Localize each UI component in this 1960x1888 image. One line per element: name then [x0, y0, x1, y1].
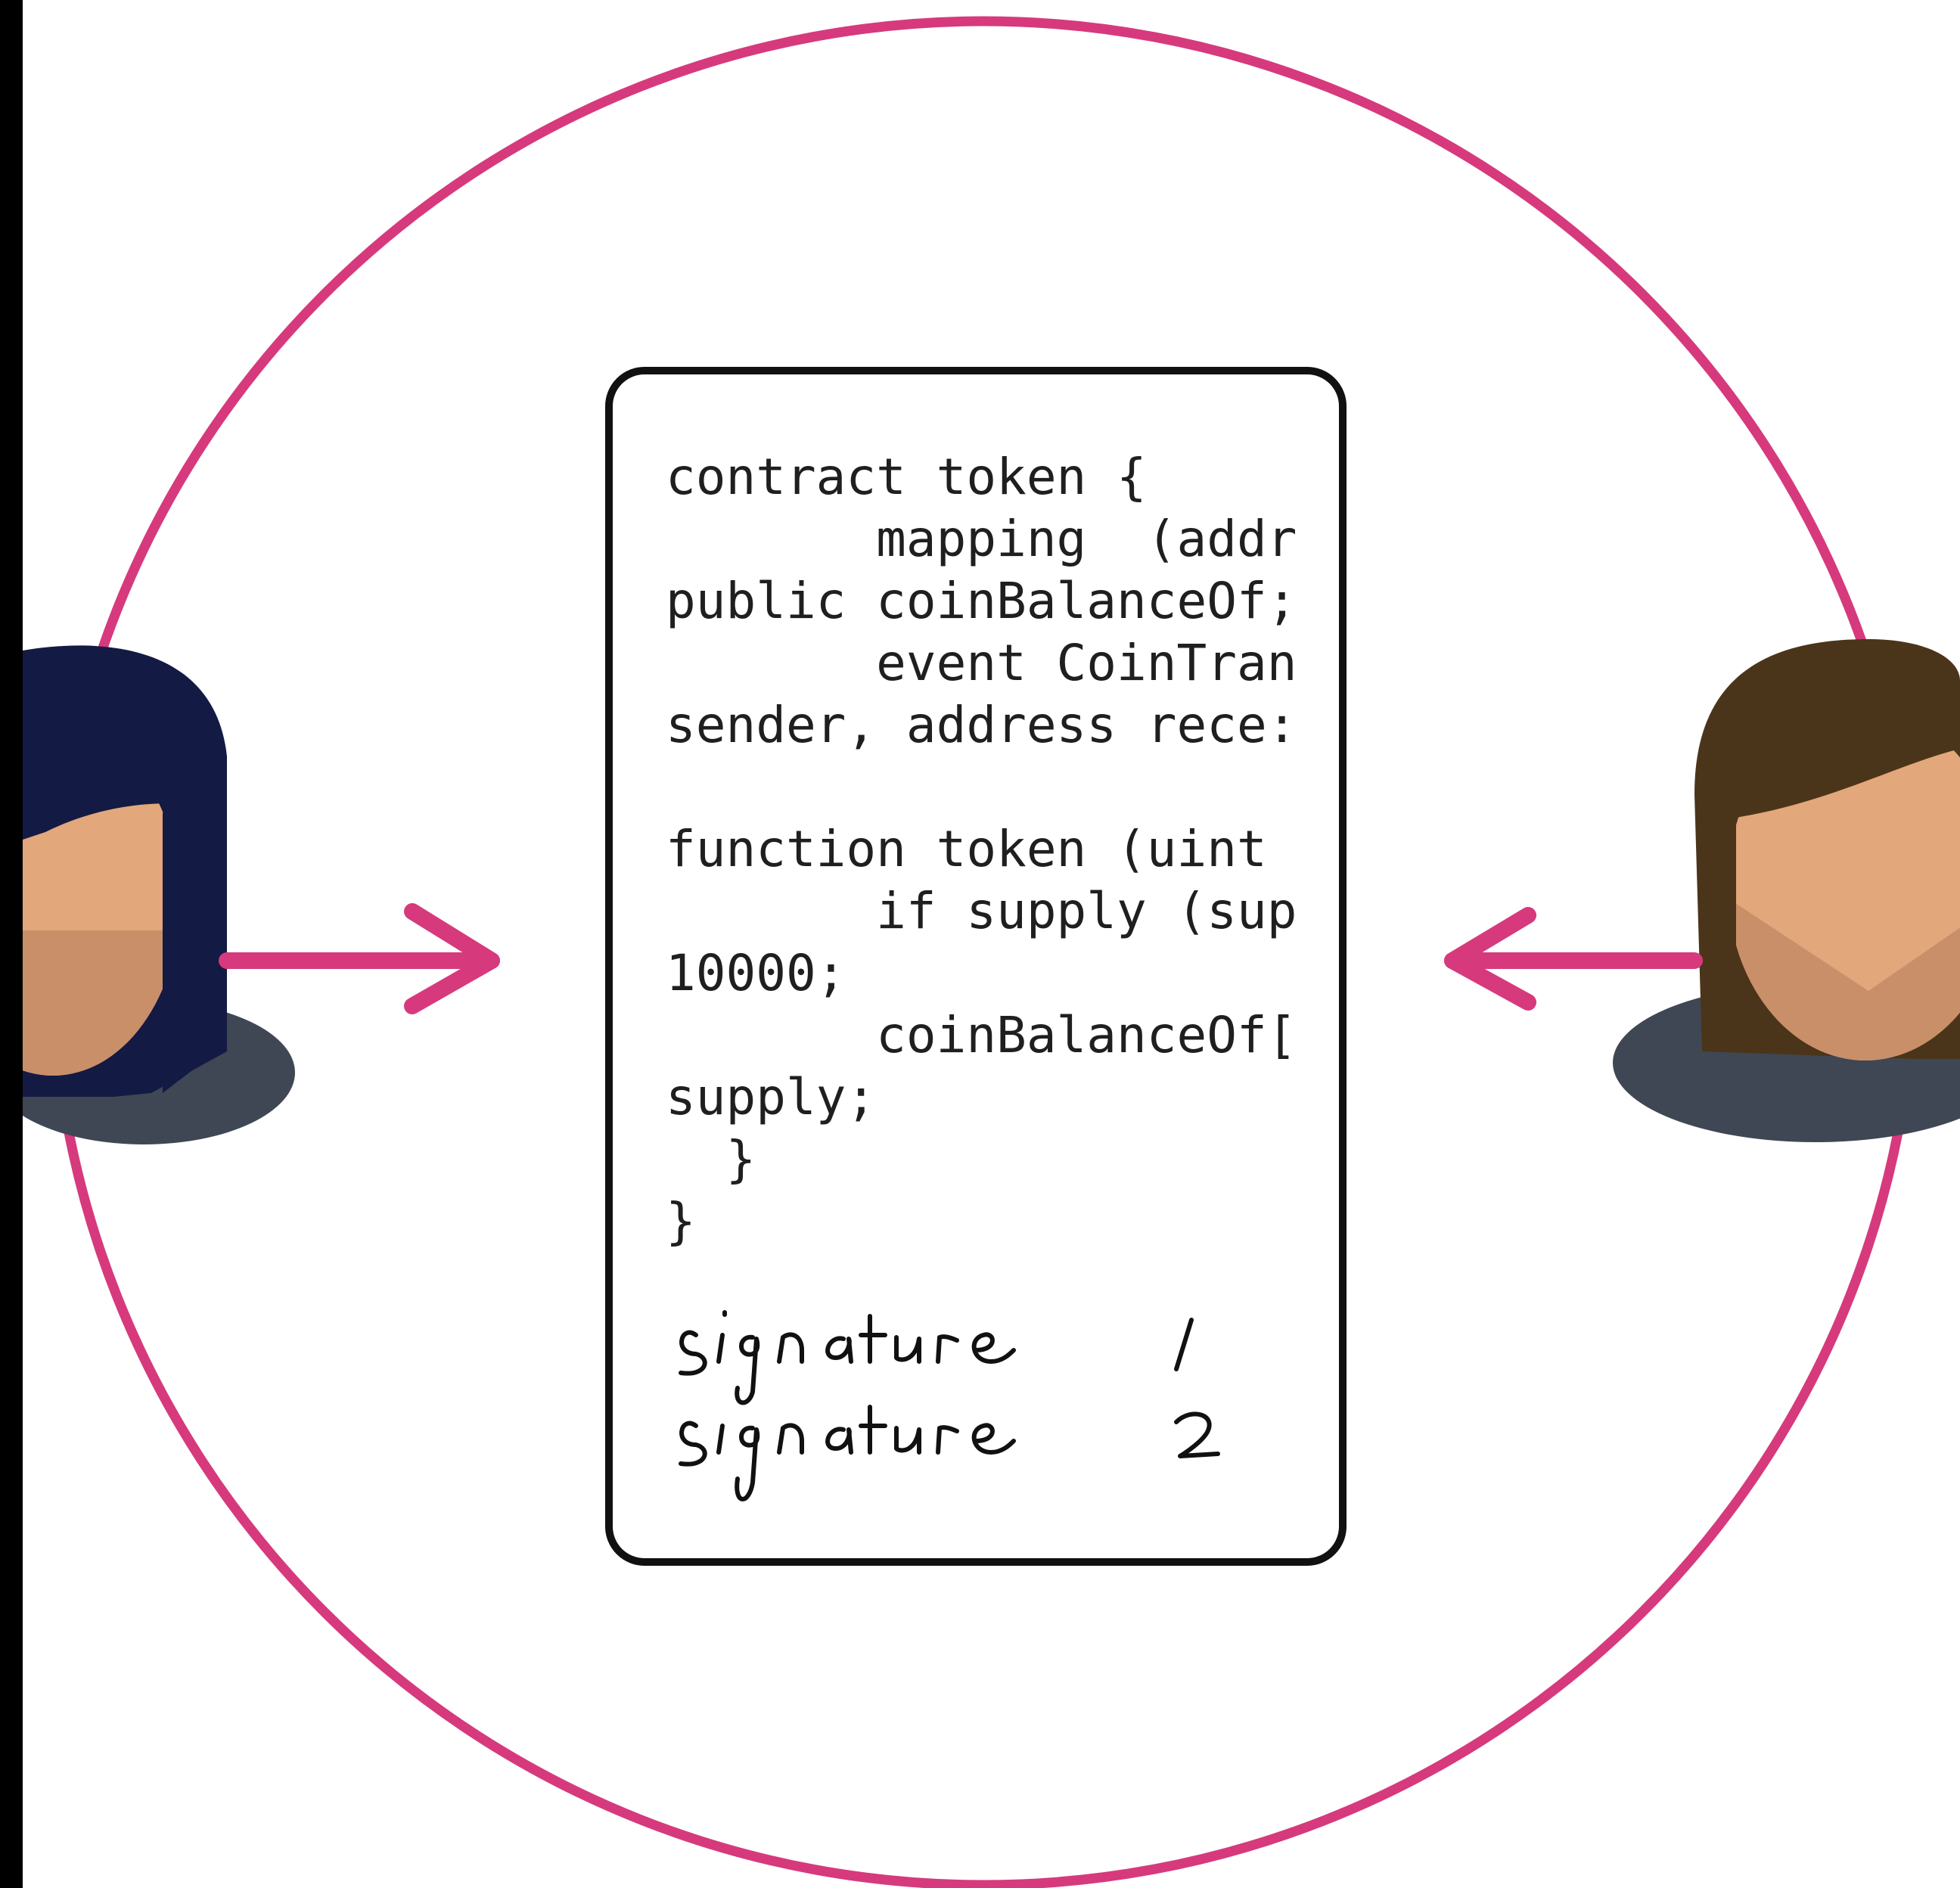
signature-1 — [679, 1310, 1194, 1405]
code-line: if supply (sup — [666, 882, 1297, 940]
code-line: mapping (addr — [666, 510, 1297, 568]
code-line: supply; — [666, 1068, 877, 1126]
arrow-right-to-contract — [1444, 907, 1703, 1011]
code-line: event CoinTran — [666, 634, 1297, 692]
arrow-left-to-contract — [219, 903, 500, 1014]
right-person-side-hair — [1702, 798, 1736, 1051]
code-line: 10000; — [666, 944, 846, 1002]
right-person-fringe — [1702, 647, 1960, 828]
code-line: } — [666, 1192, 696, 1250]
code-line: contract token { — [666, 448, 1147, 506]
right-person-avatar — [1613, 639, 1960, 1142]
code-line: public coinBalanceOf; — [666, 572, 1297, 630]
left-person-avatar — [0, 645, 295, 1144]
left-person-face-shadow — [0, 930, 180, 1076]
left-person-side-hair — [163, 756, 227, 1093]
left-edge-bar — [0, 0, 23, 1888]
code-line: } — [666, 1130, 756, 1188]
signature-2 — [679, 1405, 1220, 1501]
code-line: coinBalanceOf[ — [666, 1006, 1297, 1064]
code-line: function token (uint — [666, 820, 1267, 878]
left-person-fringe — [23, 652, 216, 840]
code-line: sender, address rece: — [666, 696, 1297, 754]
